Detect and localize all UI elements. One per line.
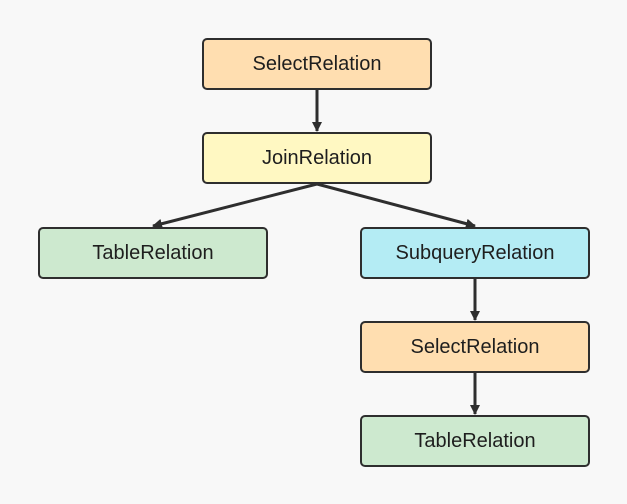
node-select-relation: SelectRelation	[202, 38, 432, 90]
edge-join-to-table-1	[152, 182, 318, 229]
node-select-relation: SelectRelation	[360, 321, 590, 373]
node-subquery-relation: SubqueryRelation	[360, 227, 590, 279]
node-table-relation: TableRelation	[38, 227, 268, 279]
node-table-relation: TableRelation	[360, 415, 590, 467]
edge-join-to-subquery	[316, 182, 476, 229]
node-join-relation: JoinRelation	[202, 132, 432, 184]
